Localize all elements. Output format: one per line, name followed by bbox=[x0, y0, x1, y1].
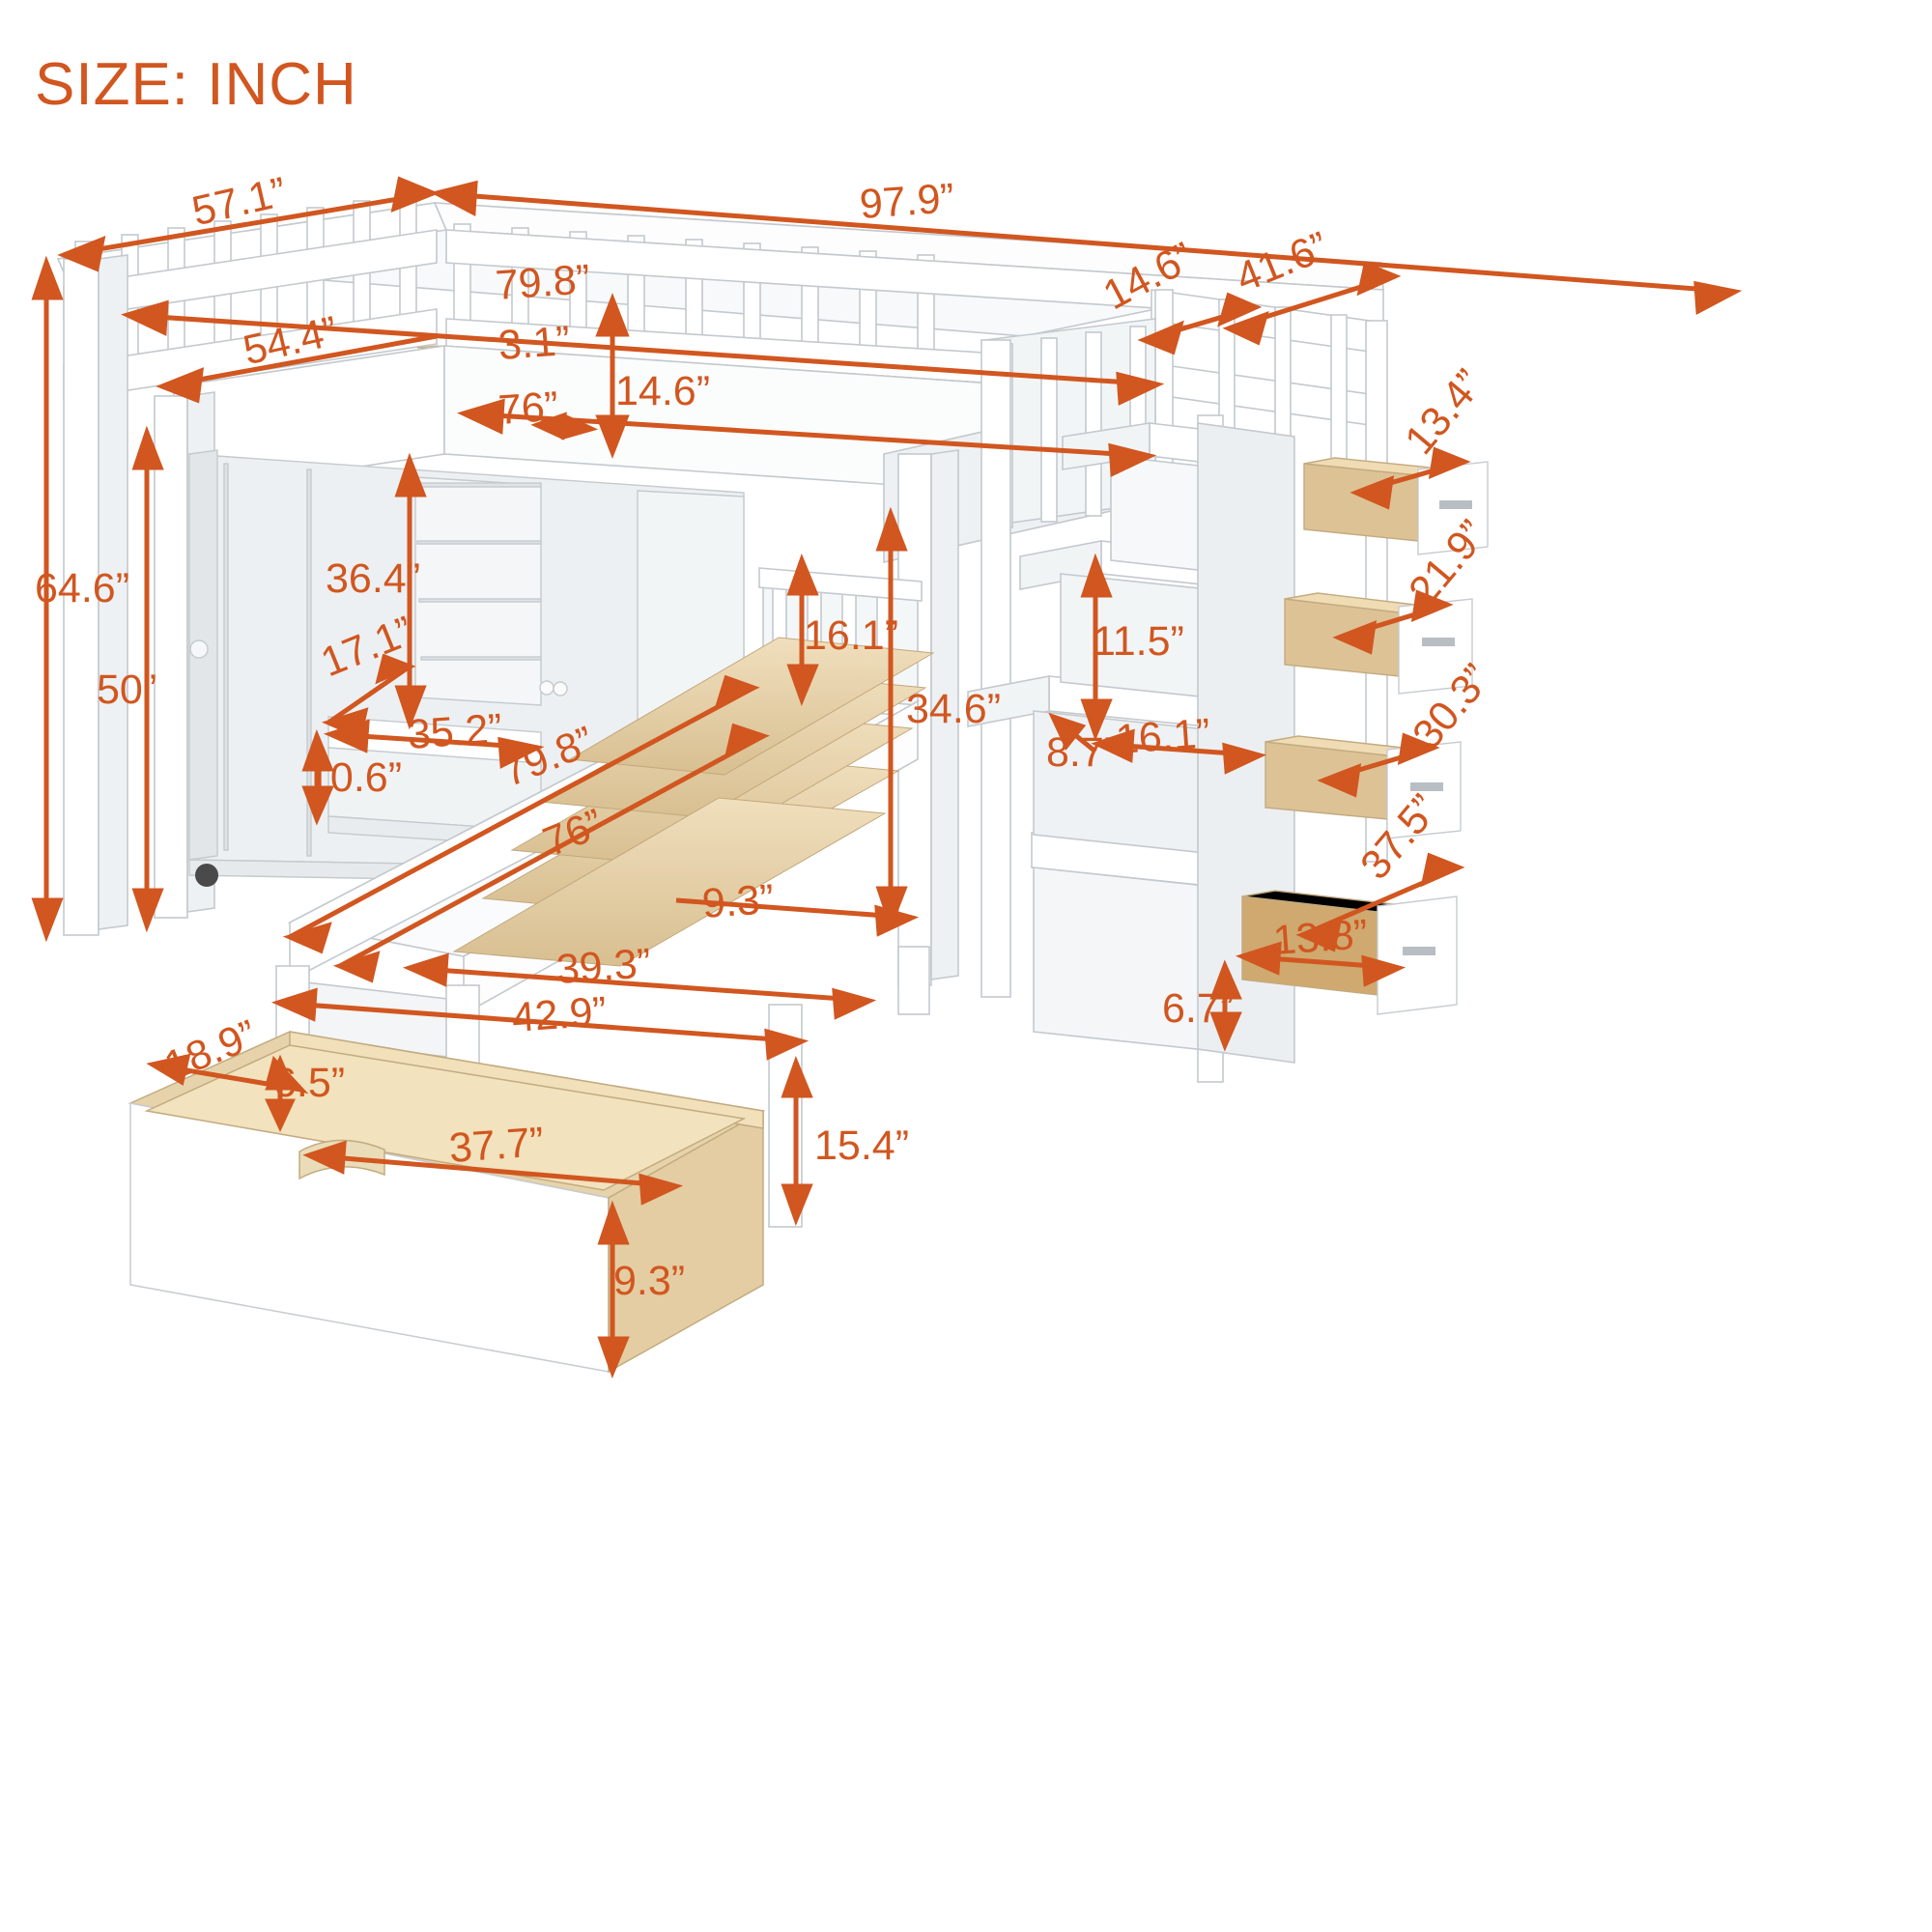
dimension-label-stair-step-run: 16.1” bbox=[1114, 710, 1212, 763]
dimension-label-guardrail-height-inner: 14.6” bbox=[615, 368, 711, 414]
dimension-label-lower-bed-headboard-h: 34.6” bbox=[906, 686, 1002, 732]
stair-drawer-3 bbox=[1264, 735, 1462, 839]
staircase bbox=[967, 422, 1295, 1064]
dimension-label-lower-bed-inner-width: 39.3” bbox=[554, 940, 653, 993]
dimension-label-trundle-lip-height: 6.5” bbox=[273, 1060, 346, 1106]
dimension-label-wardrobe-height: 36.4” bbox=[326, 555, 421, 602]
dimension-label-trundle-drawer-width: 37.7” bbox=[447, 1119, 546, 1172]
dimension-label-under-clearance-height: 50” bbox=[97, 667, 157, 713]
dimension-label-lower-bed-leg-height: 15.4” bbox=[814, 1122, 910, 1169]
dimension-label-trundle-drawer-height: 9.3” bbox=[613, 1258, 686, 1304]
dimension-label-slat-width: 3.1” bbox=[497, 317, 572, 369]
dimension-label-total-height: 64.6” bbox=[35, 565, 130, 611]
dimension-label-drawer-inner-height: 6.7” bbox=[1162, 985, 1235, 1032]
dimension-label-stair-step-nose: 8.7” bbox=[1046, 729, 1119, 776]
dimension-label-shelf-width: 35.2” bbox=[406, 705, 504, 758]
dimension-label-lower-bed-outer-width: 42.9” bbox=[510, 988, 609, 1041]
dimension-label-drawer-inner-width: 13.8” bbox=[1271, 911, 1370, 964]
page-title: SIZE: INCH bbox=[35, 51, 357, 118]
dimension-label-upper-bed-outer-length: 79.8” bbox=[494, 256, 592, 309]
dimension-label-lower-bed-rail-height: 16.1” bbox=[804, 612, 899, 659]
dimension-label-upper-mattress-length: 76” bbox=[497, 383, 560, 434]
dimension-label-lower-slat-gap: 9.3” bbox=[700, 875, 776, 927]
dimension-label-overall-length-top: 97.9” bbox=[858, 175, 956, 228]
trundle-storage-drawer bbox=[128, 1031, 766, 1374]
dimension-label-stair-step-rise: 11.5” bbox=[1093, 618, 1184, 665]
dimension-label-shelf-height: 10.6” bbox=[307, 754, 403, 801]
